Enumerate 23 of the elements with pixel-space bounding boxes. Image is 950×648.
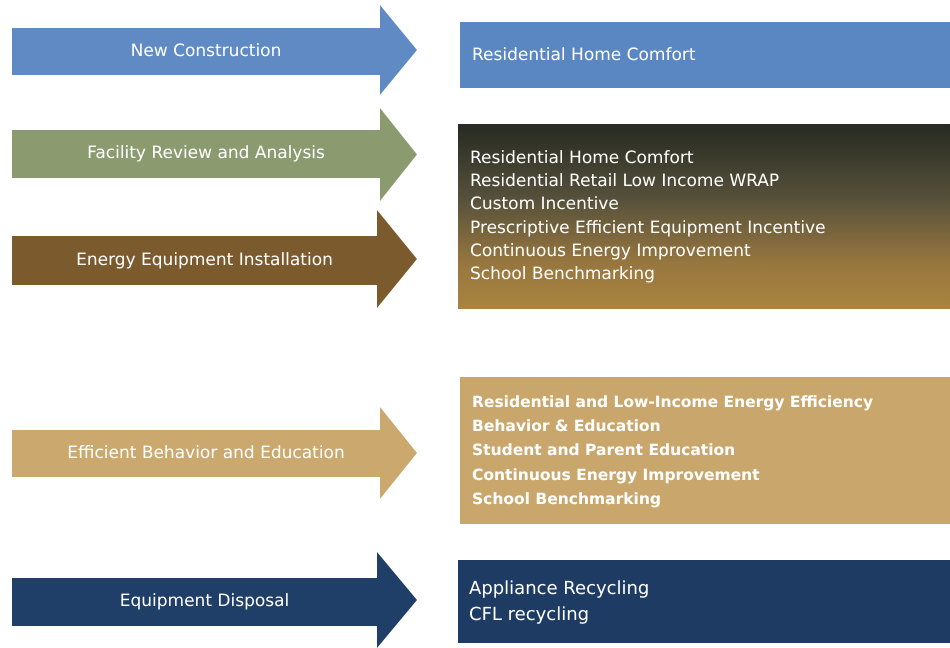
program-name: Prescriptive Efficient Equipment Incentive <box>470 216 827 240</box>
program-name: Behavior & Education <box>472 416 662 438</box>
program-box <box>458 124 950 309</box>
program-name: School Benchmarking <box>472 488 662 510</box>
program-name: Custom Incentive <box>470 193 620 216</box>
program-name: Residential Home Comfort <box>470 147 695 170</box>
arrow-label: New Construction <box>130 42 282 62</box>
program-name: CFL recycling <box>469 602 590 626</box>
program-name: Residential Retail Low Income WRAP <box>470 170 780 194</box>
program-box <box>458 560 950 643</box>
program-name: Residential and Low-Income Energy Efficiency <box>472 392 874 414</box>
program-name: Residential Home Comfort <box>472 44 697 66</box>
arrow-label: Efficient Behavior and Education <box>67 444 345 464</box>
program-name: School Benchmarking <box>470 262 656 286</box>
program-name: Student and Parent Education <box>472 440 736 462</box>
arrow-label: Equipment Disposal <box>120 592 290 612</box>
program-name: Continuous Energy Improvement <box>472 464 761 486</box>
arrow-label: Facility Review and Analysis <box>87 144 325 164</box>
arrow-label: Energy Equipment Installation <box>76 250 333 270</box>
program-box <box>460 377 950 524</box>
program-name: Appliance Recycling <box>469 577 650 602</box>
program-name: Continuous Energy Improvement <box>470 240 752 263</box>
program-box <box>460 22 950 88</box>
